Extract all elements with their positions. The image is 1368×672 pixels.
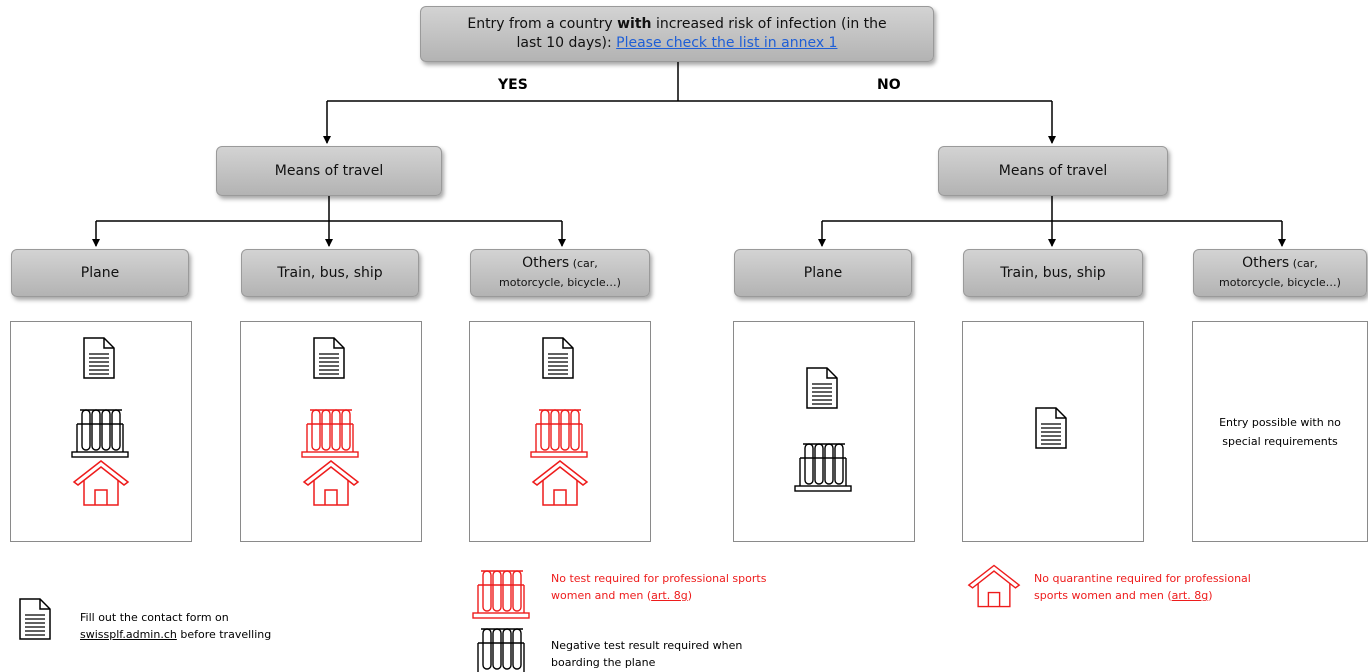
legend-contact-form-text: Fill out the contact form on swissplf.ad… — [80, 611, 272, 642]
legend-quarantine-house-red-icon — [967, 564, 1021, 608]
yes-means-of-travel-node: Means of travel — [216, 146, 442, 196]
yes-train-bus-ship-node: Train, bus, ship — [241, 249, 419, 297]
no-means-of-travel-node: Means of travel — [938, 146, 1168, 196]
quarantine-house-red-icon — [531, 460, 589, 506]
annex-1-link[interactable]: Please check the list in annex 1 — [616, 35, 838, 51]
swissplf-link[interactable]: swissplf.admin.ch — [80, 628, 177, 642]
contact-form-icon — [542, 337, 574, 379]
no-plane-node: Plane — [734, 249, 912, 297]
no-train-requirements-panel — [962, 321, 1144, 542]
contact-form-icon — [83, 337, 115, 379]
no-others-node: Others (car,motorcycle, bicycle…) — [1193, 249, 1367, 297]
legend-test-tubes-red-icon — [472, 570, 530, 619]
test-tubes-icon — [71, 409, 129, 458]
art-8g-link[interactable]: art. 8g — [651, 589, 688, 603]
yes-plane-requirements-panel — [10, 321, 192, 542]
legend-contact-form-icon — [19, 598, 51, 640]
test-tubes-icon — [794, 443, 852, 492]
contact-form-icon — [1035, 407, 1067, 449]
contact-form-icon — [806, 367, 838, 409]
quarantine-house-red-icon — [302, 460, 360, 506]
no-plane-requirements-panel — [733, 321, 915, 542]
no-requirements-text: Entry possible with no special requireme… — [1219, 416, 1341, 448]
yes-label: YES — [498, 77, 528, 93]
yes-others-requirements-panel — [469, 321, 651, 542]
no-train-bus-ship-node: Train, bus, ship — [963, 249, 1143, 297]
no-label: NO — [877, 77, 901, 93]
test-tubes-red-icon — [301, 409, 359, 458]
legend-no-quarantine-text: No quarantine required for professional … — [1034, 572, 1251, 603]
root-question-node: Entry from a country with increased risk… — [420, 6, 934, 62]
legend-no-test-text: No test required for professional sports… — [551, 572, 767, 603]
contact-form-icon — [313, 337, 345, 379]
no-others-requirements-panel: Entry possible with no special requireme… — [1192, 321, 1368, 542]
yes-others-node: Others (car,motorcycle, bicycle…) — [470, 249, 650, 297]
quarantine-house-red-icon — [72, 460, 130, 506]
legend-test-tubes-icon — [477, 628, 525, 672]
legend-negative-test-text: Negative test result required when board… — [551, 639, 743, 670]
art-8g-link[interactable]: art. 8g — [1171, 589, 1209, 603]
yes-train-requirements-panel — [240, 321, 422, 542]
yes-plane-node: Plane — [11, 249, 189, 297]
test-tubes-red-icon — [530, 409, 588, 458]
